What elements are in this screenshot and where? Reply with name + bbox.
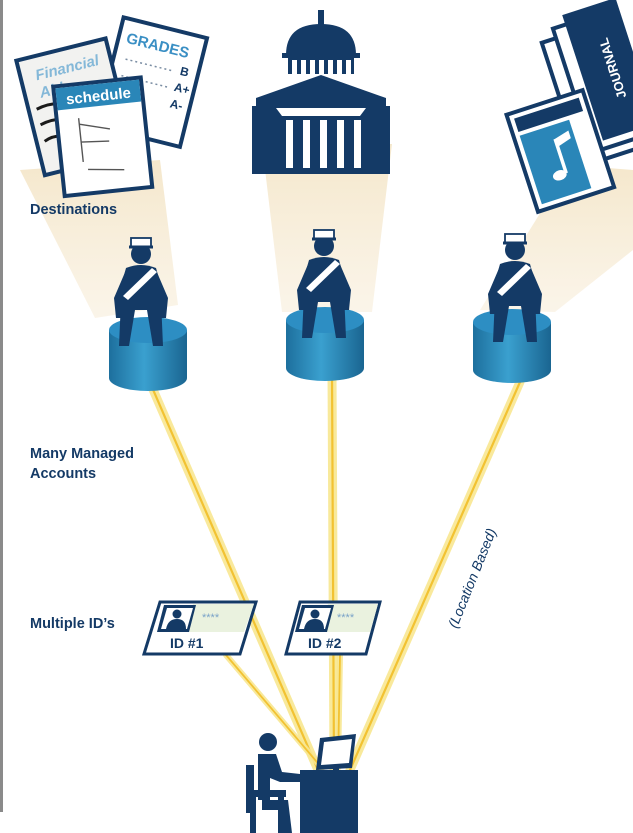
user-at-computer-icon	[246, 733, 358, 833]
id-card-2-stars: ****	[337, 612, 355, 624]
grade-2: A+	[173, 80, 192, 97]
managed-accounts-label-line2: Accounts	[30, 466, 97, 482]
grade-1: B	[179, 64, 191, 80]
school-documents-icon: GRADES B A+ A- Financial Aid schedule	[13, 14, 210, 199]
grade-3: A-	[169, 96, 185, 113]
media-journal-icon: JOURNAL	[503, 0, 633, 215]
schedule-title: schedule	[65, 85, 131, 109]
id-card-2-label: ID #2	[308, 635, 342, 651]
id-card-1-label: ID #1	[170, 635, 204, 651]
managed-accounts-label-line1: Many Managed	[30, 446, 134, 462]
connection-links	[143, 367, 525, 775]
left-divider	[0, 0, 3, 812]
id-card-2: **** ID #2	[284, 600, 382, 656]
government-building-icon	[252, 10, 390, 174]
id-card-1-stars: ****	[202, 612, 220, 624]
destinations-label: Destinations	[30, 202, 118, 218]
multiple-ids-label: Multiple ID’s	[30, 616, 115, 632]
id-card-1: **** ID #1	[141, 600, 259, 656]
